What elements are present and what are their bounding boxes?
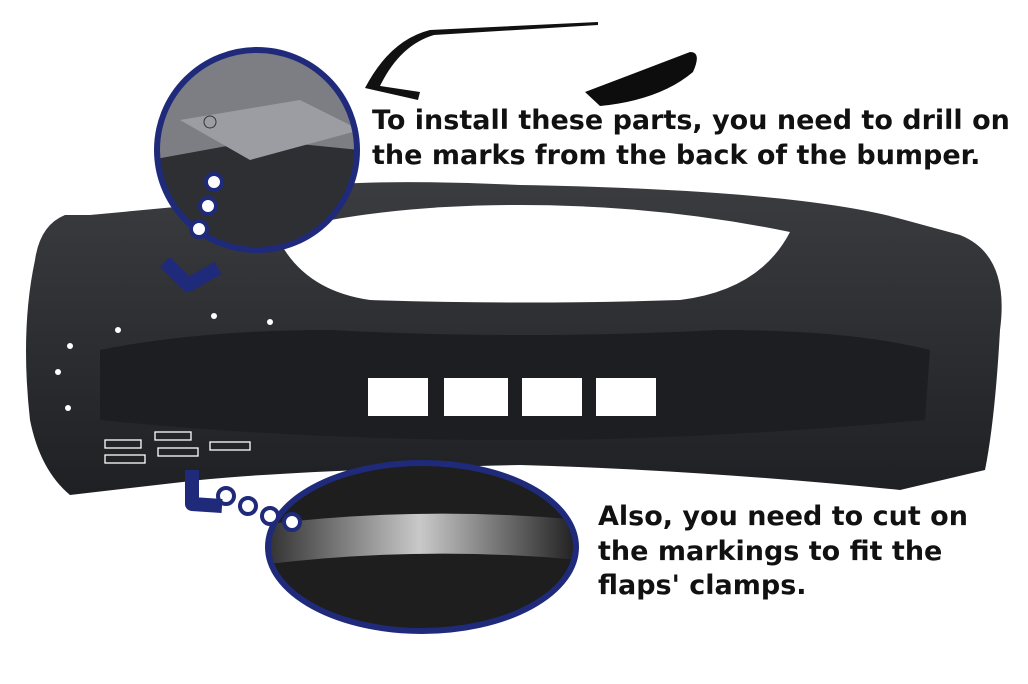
caption-line: To install these parts, you need to dril…	[372, 105, 1010, 136]
drill-instruction: To install these parts, you need to dril…	[372, 104, 1022, 173]
lower-grille-slots	[368, 378, 656, 416]
caption-line: flaps' clamps.	[598, 570, 807, 602]
cut-callout	[268, 463, 576, 631]
caption-line: Also, you need to cut on	[598, 501, 968, 532]
callout-arrow-1	[160, 257, 222, 292]
flap-part	[585, 52, 697, 106]
grille-opening	[275, 205, 790, 303]
caption-line: the markings to fit the	[598, 535, 943, 567]
callout-dots-2	[216, 486, 302, 532]
callout-arrow-2	[185, 470, 223, 513]
caption-line: the marks from the back of the bumper.	[372, 139, 981, 171]
cut-instruction: Also, you need to cut on the markings to…	[598, 500, 1018, 604]
cut-markings	[104, 431, 251, 464]
trim-strip-part	[365, 22, 598, 100]
drill-marks	[55, 313, 273, 411]
callout-dots-1	[189, 172, 224, 239]
